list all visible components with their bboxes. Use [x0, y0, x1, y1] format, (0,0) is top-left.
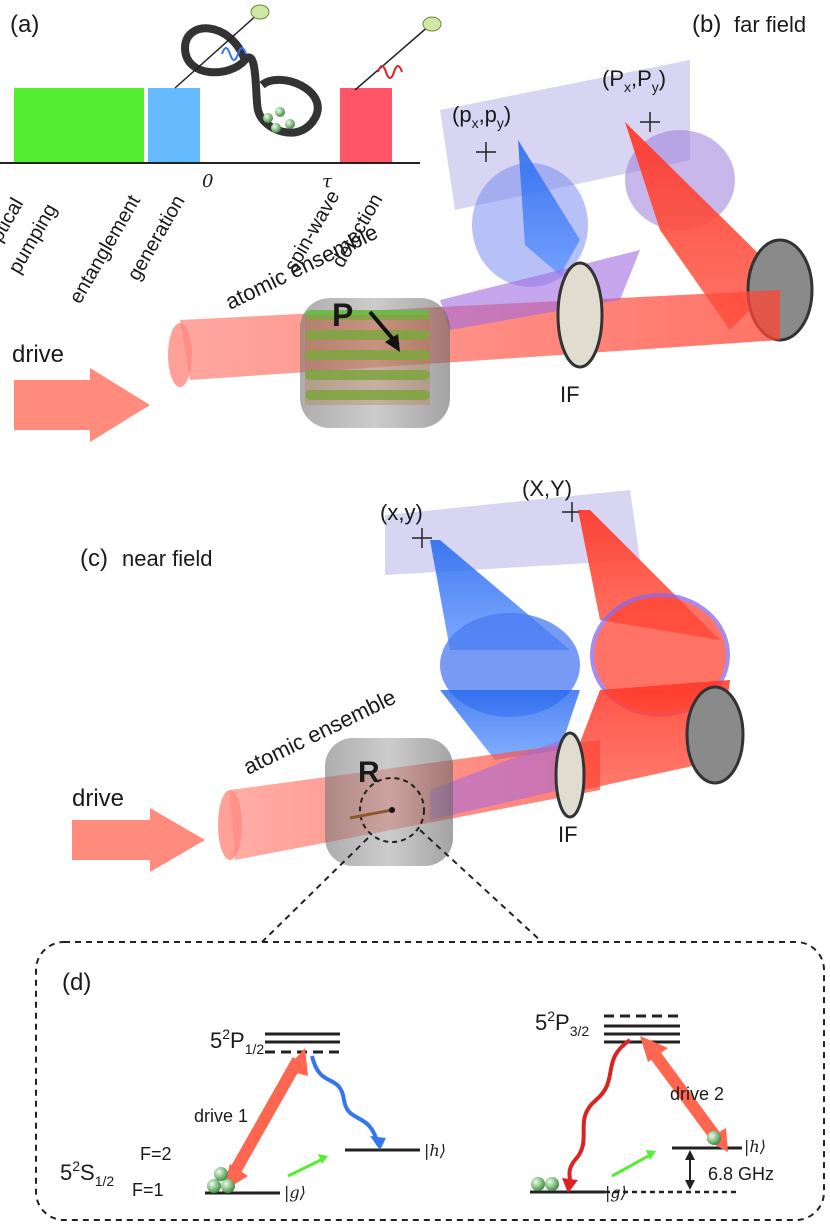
spin-wave-coupling-left: [287, 1156, 326, 1178]
filter-label-c: IF: [558, 822, 578, 847]
filter-label-b: IF: [560, 382, 580, 407]
panel-c-label: (c): [80, 545, 108, 572]
drive1-label: drive 1: [194, 1106, 248, 1126]
beam-end: [168, 323, 192, 387]
atom-icon: [221, 1179, 235, 1193]
panel-b-label: (b): [692, 11, 721, 38]
level-p12: 52P1/2: [210, 1026, 264, 1057]
mirror-near: [685, 685, 745, 785]
spin-wave-fringes: [305, 310, 430, 405]
spin-wave-head-right: [646, 1150, 656, 1160]
drive-arrow-c: [72, 808, 205, 872]
ket-g-right: |g⟩: [605, 1183, 627, 1202]
ket-g-left: |g⟩: [284, 1183, 306, 1202]
spin-wave-coupling-right: [611, 1152, 653, 1178]
red-beam-far-up: [625, 122, 770, 330]
detector-icon: [422, 16, 442, 32]
drive2-label: drive 2: [670, 1084, 724, 1104]
atom-icon: [207, 1179, 221, 1193]
detection-block: [340, 88, 392, 162]
momentum-arrow-head: [385, 334, 400, 352]
atom-icon: [214, 1167, 228, 1181]
panel-d: (d) 52P1/2 |g⟩ |h⟩ 52S1/2 F=2 F=1 drive …: [35, 941, 825, 1221]
blue-photon: [221, 47, 247, 61]
blue-beam-far: [518, 140, 580, 275]
level-s12: 52S1/2: [60, 1158, 114, 1189]
zoom-circle: [359, 777, 425, 843]
atom-icon: [531, 1177, 545, 1191]
momentum-vector-label: P: [332, 297, 353, 333]
label-entanglement: entanglement: [65, 191, 145, 307]
panel-c-title: near field: [122, 546, 213, 571]
position-vector-label: R: [358, 756, 380, 789]
panel-b: (b) far field (px,py) (Px,Py) IF: [12, 11, 814, 442]
photon-arrow-a1: [174, 13, 259, 89]
red-beam-near: [560, 680, 730, 795]
panel-a-label: (a): [10, 11, 39, 38]
zoom-box: [35, 941, 825, 1221]
blue-beam-near: [440, 690, 580, 760]
zoom-line-left: [261, 837, 369, 943]
spin-wave-head: [318, 1154, 328, 1164]
panel-b-title: far field: [734, 12, 806, 37]
red-emission-head: [562, 1178, 578, 1193]
ensemble-cylinder-c: [325, 738, 453, 866]
coord-P: (Px,Py): [602, 66, 666, 95]
tick-zero: 0: [202, 171, 213, 192]
beam-end-c: [218, 790, 242, 860]
p12-levels: [265, 1032, 340, 1054]
panel-c: (c) near field (x,y) (X,Y) IF R atomic e…: [72, 476, 745, 943]
red-emission: [567, 1038, 632, 1189]
interference-filter-c: [554, 731, 586, 819]
position-vector: [349, 808, 393, 820]
atom-icon: [285, 119, 295, 129]
ket-h-right: |h⟩: [744, 1137, 766, 1156]
merge-beam-c: [430, 740, 560, 820]
blue-emission-head: [370, 1136, 386, 1150]
drive1-arrow: [224, 1057, 304, 1183]
drive-label-c: drive: [72, 785, 124, 812]
generation-block: [148, 88, 200, 162]
photon-arrow-a2: [354, 24, 431, 91]
coord-XY: (X,Y): [522, 476, 572, 501]
zoom-line-right: [419, 829, 543, 943]
panel-a: (a) 0 τ optical pumping entanglement gen…: [0, 4, 442, 307]
atom-icon: [545, 1177, 559, 1191]
label-f2: F=2: [140, 1144, 172, 1164]
panel-d-label: (d): [62, 969, 91, 996]
splitting-head-up: [685, 1150, 695, 1160]
position-dot: [389, 807, 395, 813]
red-photon: [377, 65, 403, 79]
level-p32: 52P3/2: [535, 1008, 589, 1039]
splitting-label: 6.8 GHz: [708, 1164, 774, 1184]
label-f1: F=1: [132, 1180, 164, 1200]
drive2-head-up: [640, 1036, 668, 1062]
coord-xy: (x,y): [380, 500, 423, 525]
drive1-head-up: [285, 1048, 308, 1076]
drive2-arrow: [645, 1044, 723, 1144]
pumping-block: [14, 88, 144, 162]
atom-icon: [275, 107, 285, 117]
entanglement-loop: [180, 24, 322, 137]
tick-tau: τ: [322, 171, 333, 192]
interference-filter: [556, 261, 604, 369]
ket-h-left: |h⟩: [424, 1141, 446, 1160]
atom-icon: [271, 123, 281, 133]
detector-icon: [250, 4, 270, 20]
atom-icon: [263, 113, 273, 123]
atom-icon: [707, 1131, 721, 1145]
drive-label-b: drive: [12, 341, 64, 368]
blue-emission: [310, 1055, 380, 1146]
drive-arrow-b: [14, 368, 150, 442]
splitting-head-down: [685, 1180, 695, 1190]
coord-p: (px,py): [452, 102, 511, 131]
